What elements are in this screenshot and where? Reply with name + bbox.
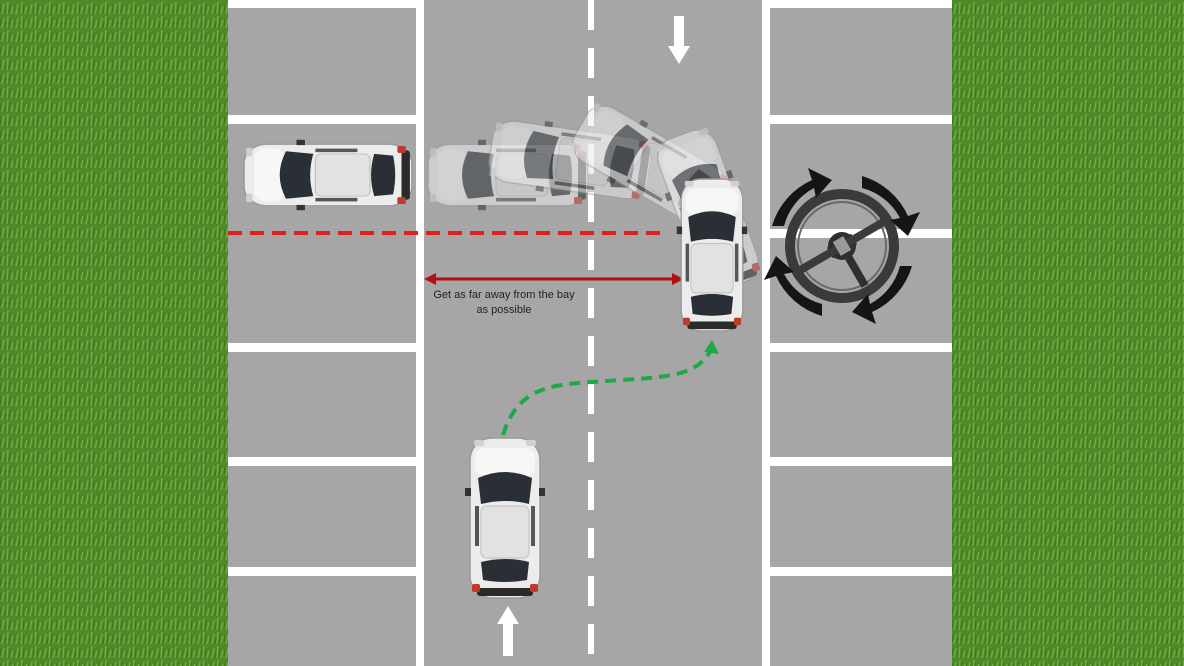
final-car-position bbox=[676, 178, 748, 332]
down-arrow-icon bbox=[668, 16, 690, 64]
grass-right bbox=[952, 0, 1184, 666]
driving-path bbox=[501, 347, 714, 436]
left-bay-markings bbox=[228, 0, 424, 666]
grass-left bbox=[0, 0, 228, 666]
annotation-line-2: as possible bbox=[476, 304, 532, 316]
annotation-line-1: Get as far away from the bay bbox=[433, 289, 575, 301]
steering-wheel-icon bbox=[785, 189, 899, 303]
up-arrow-icon bbox=[497, 606, 519, 656]
path-arrowhead bbox=[704, 340, 719, 354]
parked-car bbox=[243, 139, 413, 211]
distance-annotation: Get as far away from the bay as possible bbox=[418, 288, 590, 318]
rotation-arrows-icon bbox=[764, 168, 920, 324]
approaching-car bbox=[464, 437, 546, 599]
